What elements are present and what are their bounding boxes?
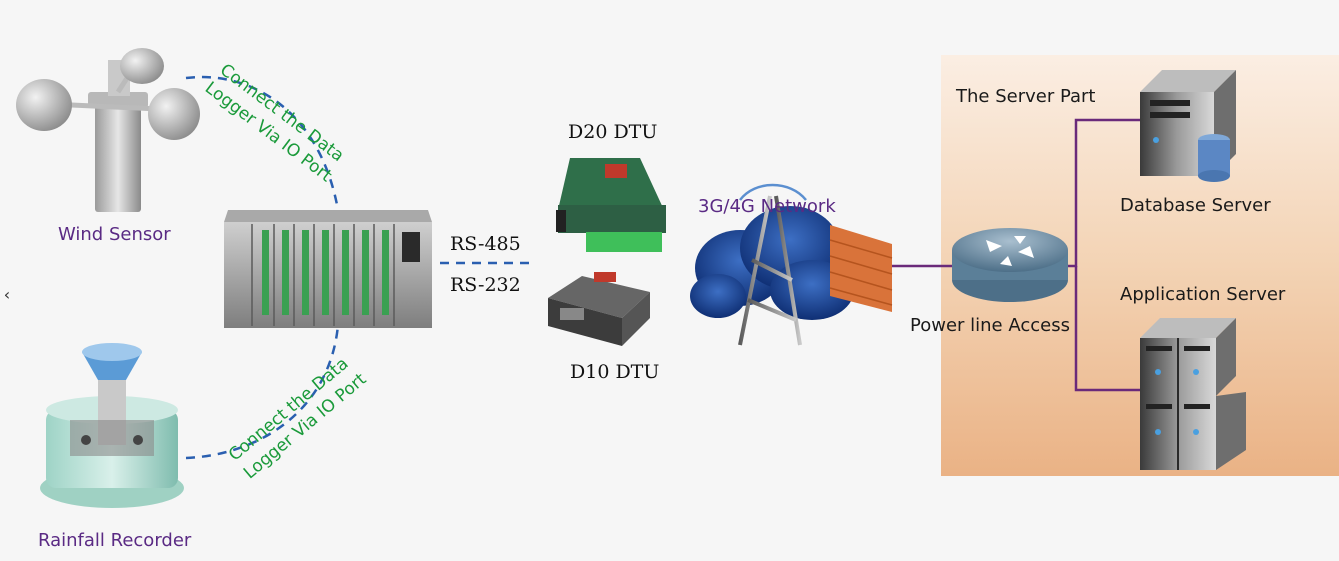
firewall-icon [829, 225, 893, 312]
rs485-label: RS-485 [450, 233, 521, 255]
power-line-label: Power line Access [910, 315, 1070, 336]
rainfall-recorder-label: Rainfall Recorder [38, 530, 192, 551]
d10-dtu-icon [548, 272, 650, 346]
d20-dtu-label: D20 DTU [568, 121, 658, 143]
database-server-icon [1140, 70, 1236, 182]
wind-sensor-label: Wind Sensor [58, 224, 171, 245]
data-logger-icon [224, 210, 432, 328]
chevron-left-icon[interactable]: ‹ [3, 285, 11, 304]
anemometer-icon [16, 48, 200, 212]
rain-gauge-icon [40, 343, 184, 508]
rs232-label: RS-232 [450, 274, 521, 296]
server-links [892, 118, 1140, 392]
d20-dtu-icon [556, 158, 666, 252]
d10-dtu-label: D10 DTU [570, 361, 660, 383]
network-label: 3G/4G Network [698, 196, 836, 217]
application-server-label: Application Server [1120, 284, 1286, 305]
cloud-icon [690, 206, 854, 320]
cell-tower-icon [738, 183, 807, 346]
router-icon [952, 228, 1068, 302]
application-server-icon [1140, 318, 1246, 470]
database-server-label: Database Server [1120, 195, 1271, 216]
io-link-top [185, 75, 340, 211]
server-part-label: The Server Part [956, 86, 1096, 107]
